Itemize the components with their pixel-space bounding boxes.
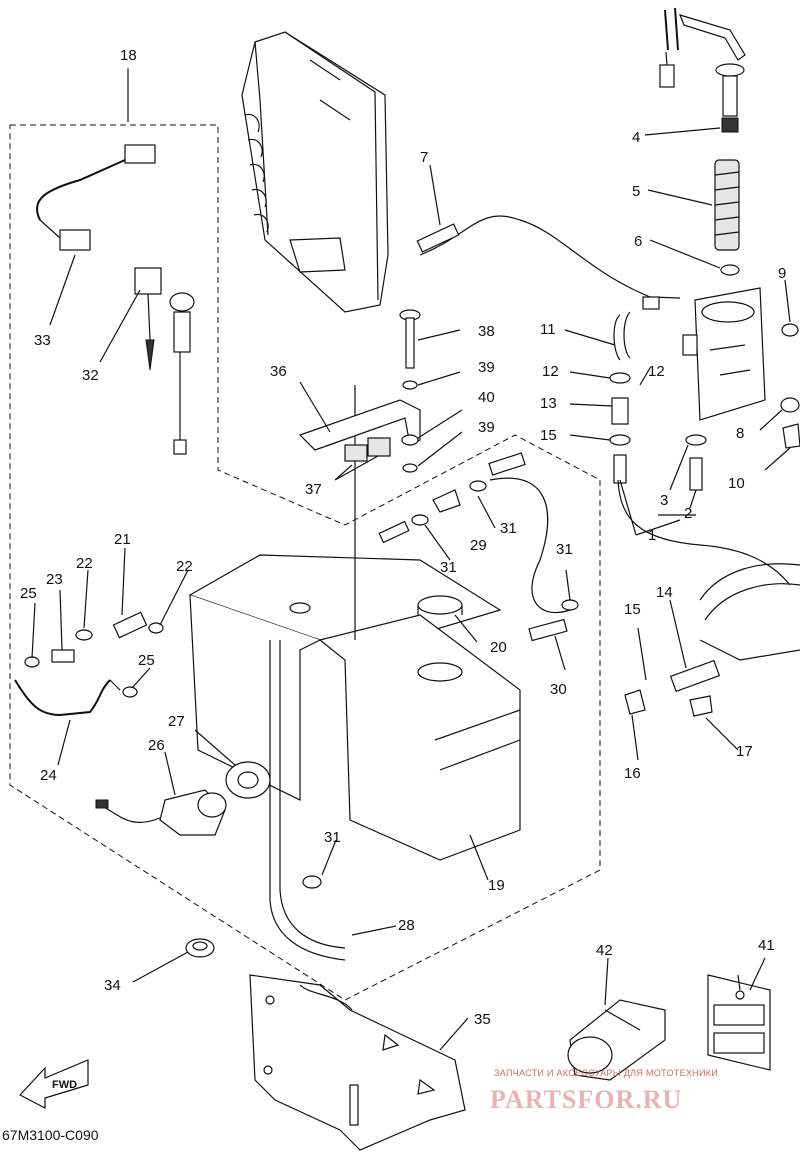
callout-15-top: 15	[540, 427, 557, 444]
callout-labels: 1 2 3 4 5 6 7 8 9 10 11 12 12 13 14 15 1…	[20, 47, 786, 1028]
callout-31-right: 31	[556, 541, 573, 558]
callout-39-top: 39	[478, 359, 495, 376]
hull-section	[624, 563, 800, 717]
oil-pump	[95, 761, 271, 836]
callout-32: 32	[82, 367, 99, 384]
callout-28: 28	[398, 917, 415, 934]
callout-12-left: 12	[542, 363, 559, 380]
callout-27: 27	[168, 713, 185, 730]
callout-2: 2	[684, 505, 692, 522]
sensor-harness	[35, 144, 195, 455]
callout-25-right: 25	[138, 652, 155, 669]
callout-24: 24	[40, 767, 57, 784]
fittings-29-31	[302, 480, 579, 889]
watermark: ЗАПЧАСТИ И АКСЕССУАРЫ ДЛЯ МОТОТЕХНИКИ PA…	[490, 1068, 718, 1114]
watermark-site: PARTSFOR.RU	[490, 1085, 682, 1114]
callout-42: 42	[596, 942, 613, 959]
bracket-36	[298, 309, 421, 473]
mount-plate	[249, 974, 466, 1151]
callout-22-right: 22	[176, 558, 193, 575]
callout-7: 7	[420, 149, 428, 166]
callout-12-right: 12	[648, 363, 665, 380]
callout-9: 9	[778, 265, 786, 282]
callout-33: 33	[34, 332, 51, 349]
callout-23: 23	[46, 571, 63, 588]
callout-14: 14	[656, 584, 673, 601]
drawing-code: 67M3100-C090	[2, 1127, 99, 1143]
sensor-assembly	[659, 7, 746, 276]
callout-15-right: 15	[624, 601, 641, 618]
callout-19: 19	[488, 877, 505, 894]
callout-3: 3	[660, 492, 668, 509]
leader-lines	[31, 68, 791, 1051]
cable-7	[416, 215, 681, 299]
callout-39-bottom: 39	[478, 419, 495, 436]
callout-31-top: 31	[500, 520, 517, 537]
fwd-label: FWD	[52, 1079, 77, 1091]
callout-26: 26	[148, 737, 165, 754]
callout-6: 6	[634, 233, 642, 250]
callout-8: 8	[736, 425, 744, 442]
callout-13: 13	[540, 395, 557, 412]
callout-20: 20	[490, 639, 507, 656]
callout-40: 40	[478, 389, 495, 406]
callout-17: 17	[736, 743, 753, 760]
tag-41	[707, 974, 771, 1071]
vapor-separator	[609, 287, 800, 491]
bag-42	[567, 999, 666, 1081]
fwd-arrow: FWD	[19, 1059, 89, 1109]
callout-10: 10	[728, 475, 745, 492]
callout-18: 18	[120, 47, 137, 64]
callout-5: 5	[632, 183, 640, 200]
callout-35: 35	[474, 1011, 491, 1028]
callout-29: 29	[470, 537, 487, 554]
callout-31-bottom: 31	[324, 829, 341, 846]
engine-cover	[241, 31, 389, 313]
callout-1: 1	[648, 527, 656, 544]
callout-36: 36	[270, 363, 287, 380]
hose-routing	[488, 452, 791, 642]
callout-30: 30	[550, 681, 567, 698]
callout-11: 11	[540, 321, 556, 338]
callout-4: 4	[632, 129, 640, 146]
grommet-34	[185, 938, 215, 958]
callout-37: 37	[305, 481, 322, 498]
oil-tank	[188, 554, 521, 861]
callout-22-left: 22	[76, 555, 93, 572]
callout-25-left: 25	[20, 585, 37, 602]
callout-34: 34	[104, 977, 121, 994]
callout-38: 38	[478, 323, 495, 340]
callout-41: 41	[758, 937, 775, 954]
callout-31-mid: 31	[440, 559, 457, 576]
assembly-boundary	[9, 124, 601, 1001]
watermark-tagline: ЗАПЧАСТИ И АКСЕССУАРЫ ДЛЯ МОТОТЕХНИКИ	[494, 1068, 718, 1078]
callout-16: 16	[624, 765, 641, 782]
callout-21: 21	[114, 531, 131, 548]
